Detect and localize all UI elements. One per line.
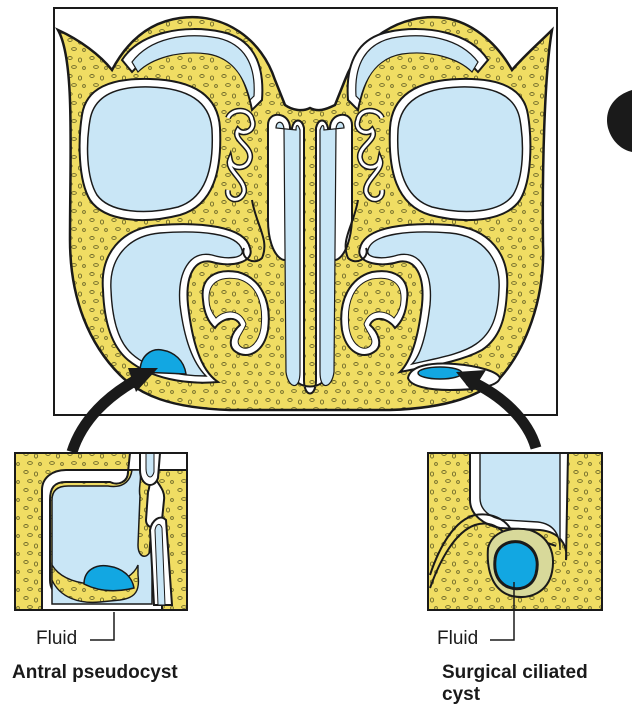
fluid-label-left: Fluid — [36, 628, 77, 650]
inset-antral-pseudocyst — [15, 453, 187, 610]
caption-surgical-ciliated-cyst: Surgical ciliated cyst — [442, 662, 622, 706]
caption-antral-pseudocyst: Antral pseudocyst — [12, 662, 178, 684]
left-orbit — [80, 79, 221, 220]
black-marker-shape — [607, 90, 632, 152]
inset-right-cyst-fluid — [495, 542, 537, 589]
coronal-sinus-section — [54, 8, 557, 415]
right-orbit — [390, 79, 531, 220]
surgical-ciliated-cyst-fluid — [418, 367, 462, 379]
fluid-label-right: Fluid — [437, 628, 478, 650]
fluid-left-leader — [90, 612, 114, 640]
inset-surgical-ciliated-cyst — [428, 453, 602, 610]
